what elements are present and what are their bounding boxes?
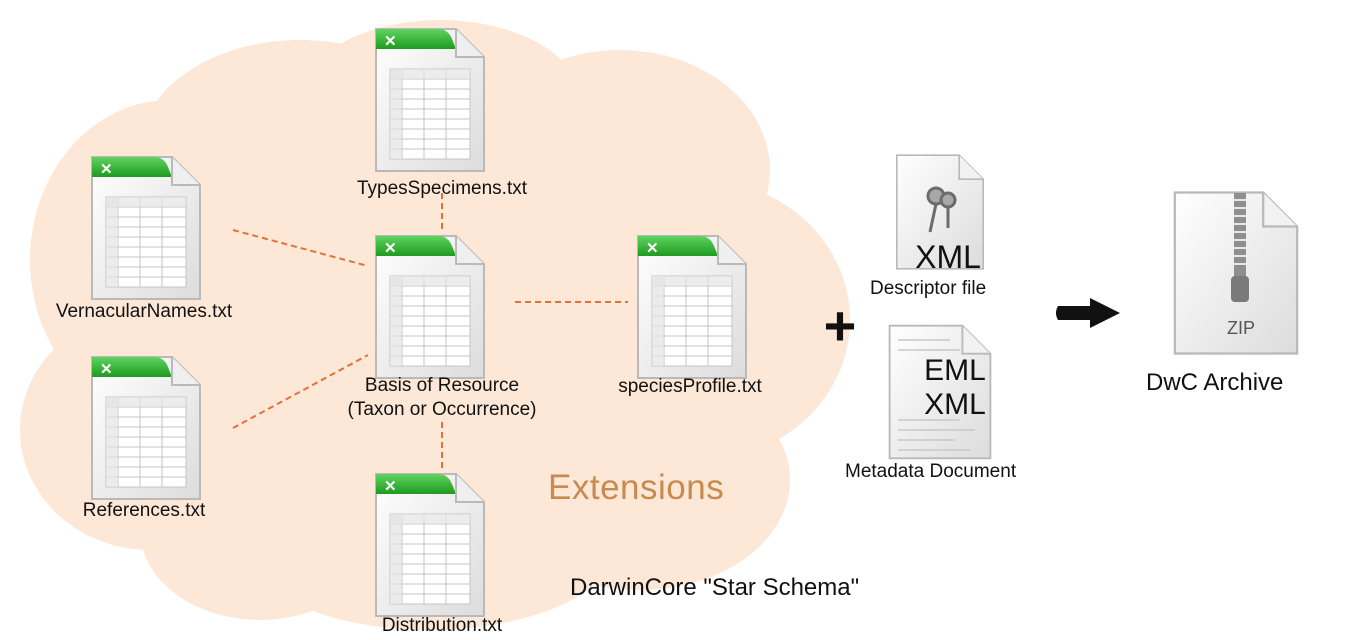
connector-vernacular-names	[232, 229, 369, 267]
references-label: References.txt	[82, 500, 206, 521]
metadata-icon-line2: XML	[924, 388, 986, 421]
schema-connectors	[232, 193, 628, 470]
zipper-icon	[1231, 193, 1249, 302]
descriptor-xml-icon: XML	[895, 154, 985, 275]
distribution-file-icon	[375, 473, 485, 617]
zip-archive-icon: ZIP	[1173, 191, 1299, 355]
plus-sign: +	[824, 294, 857, 357]
keys-icon	[926, 186, 957, 233]
metadata-document-label: Metadata Document	[845, 461, 1017, 482]
core-file-label-line1: Basis of Resource	[364, 375, 520, 396]
metadata-icon-line1: EML	[924, 354, 986, 387]
connector-references	[232, 354, 369, 429]
descriptor-file-label: Descriptor file	[870, 278, 987, 299]
types-specimens-file-icon	[375, 28, 485, 172]
species-profile-file-icon	[637, 235, 747, 379]
metadata-text-lines	[898, 339, 975, 451]
dwc-archive-label: DwC Archive	[1146, 369, 1284, 396]
metadata-eml-icon: EML XML	[888, 324, 992, 460]
right-arrow-icon	[1056, 298, 1120, 328]
core-file-icon	[375, 235, 485, 379]
extensions-label: Extensions	[548, 468, 725, 507]
types-specimens-label: TypesSpecimens.txt	[356, 178, 528, 199]
vernacular-names-file-icon	[91, 156, 201, 300]
core-file-label-line2: (Taxon or Occurrence)	[347, 399, 537, 420]
references-file-icon	[91, 356, 201, 500]
zip-icon-text: ZIP	[1227, 318, 1255, 338]
descriptor-icon-text: XML	[915, 239, 981, 275]
schema-caption: DarwinCore "Star Schema"	[570, 574, 860, 601]
vernacular-names-label: VernacularNames.txt	[55, 301, 233, 322]
distribution-label: Distribution.txt	[381, 615, 503, 636]
species-profile-label: speciesProfile.txt	[618, 376, 762, 397]
